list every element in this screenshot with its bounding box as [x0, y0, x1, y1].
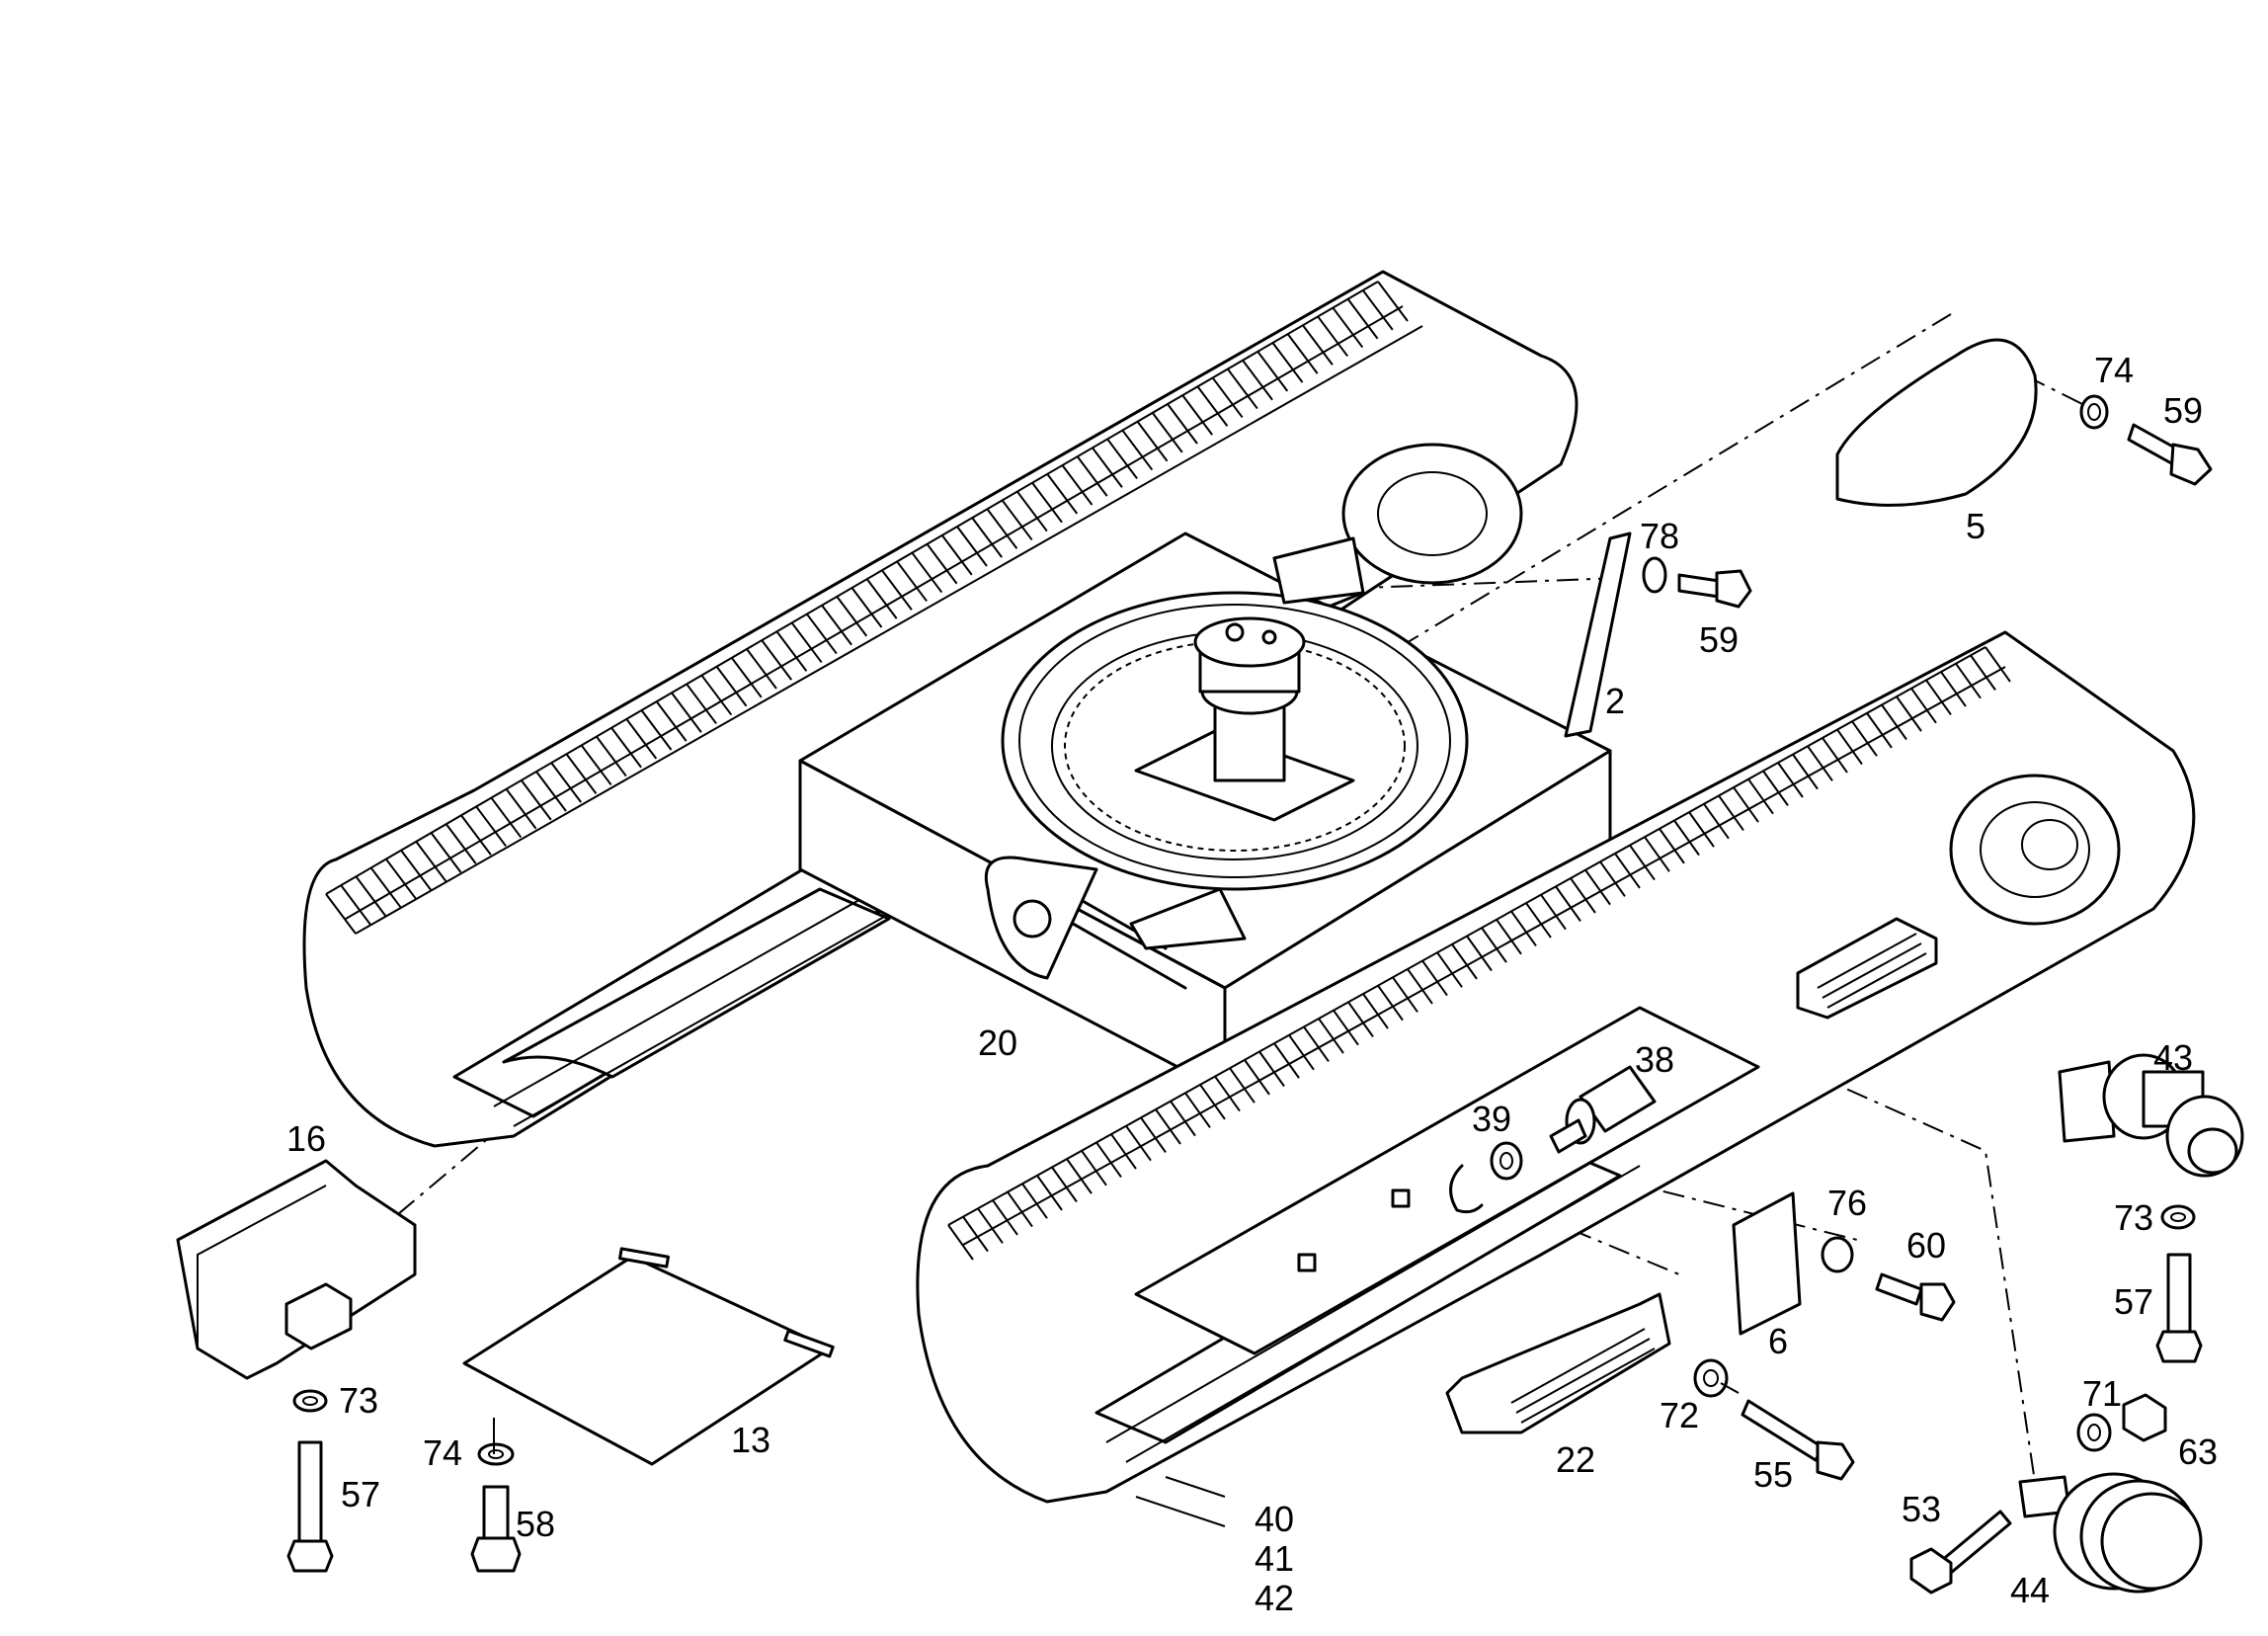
callout-43: 43 — [2153, 1037, 2193, 1078]
left-track-shoes — [325, 281, 1409, 935]
callout-57-left: 57 — [341, 1474, 380, 1514]
callout-59-middle: 59 — [1699, 619, 1739, 660]
callout-58: 58 — [516, 1504, 555, 1544]
callout-leader-lines — [493, 1382, 1740, 1527]
callout-55: 55 — [1753, 1454, 1793, 1495]
callout-74-bottom: 74 — [423, 1432, 462, 1473]
callout-39: 39 — [1472, 1099, 1511, 1139]
detached-parts — [176, 338, 2244, 1595]
callout-44: 44 — [2010, 1570, 2050, 1610]
callout-labels: 74 59 5 78 59 2 20 38 39 43 16 73 57 13 … — [286, 350, 2218, 1618]
callout-38: 38 — [1635, 1039, 1674, 1080]
callout-72: 72 — [1660, 1395, 1699, 1435]
cover-plate — [1835, 338, 2038, 507]
callout-78: 78 — [1640, 516, 1679, 556]
callout-57-right: 57 — [2114, 1281, 2153, 1322]
callout-71: 71 — [2082, 1373, 2122, 1414]
right-track-assembly — [916, 630, 2196, 1504]
callout-13: 13 — [731, 1420, 770, 1460]
callout-63: 63 — [2178, 1432, 2218, 1472]
callout-42: 42 — [1255, 1578, 1294, 1618]
slewing-ring — [1001, 591, 1469, 891]
callout-73-right: 73 — [2114, 1197, 2153, 1238]
callout-74-top: 74 — [2094, 350, 2134, 390]
callout-40: 40 — [1255, 1499, 1294, 1539]
callout-76: 76 — [1827, 1183, 1867, 1223]
callout-41: 41 — [1255, 1538, 1294, 1579]
callout-2: 2 — [1605, 681, 1625, 721]
callout-16: 16 — [286, 1118, 326, 1159]
frame-lifting-lugs — [985, 536, 1365, 980]
callout-60: 60 — [1906, 1225, 1946, 1266]
callout-20: 20 — [978, 1022, 1017, 1063]
callout-73-left: 73 — [339, 1380, 378, 1421]
callout-6: 6 — [1768, 1321, 1788, 1361]
callout-53: 53 — [1902, 1489, 1941, 1529]
callout-22: 22 — [1556, 1439, 1595, 1480]
right-track-shoes — [947, 646, 2011, 1261]
callout-5: 5 — [1966, 506, 1985, 546]
callout-59-top: 59 — [2163, 390, 2203, 431]
